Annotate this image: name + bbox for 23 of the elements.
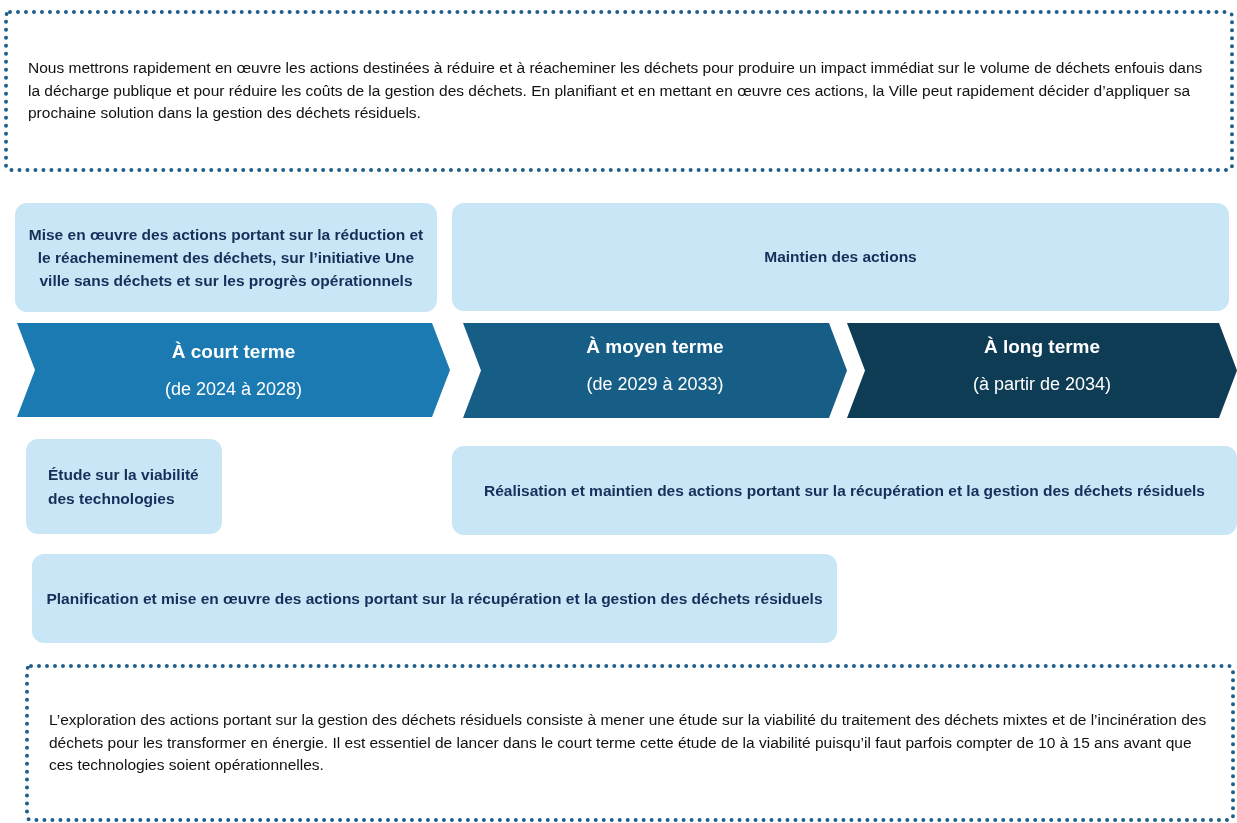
action-box (452, 446, 1237, 535)
action-text: Étude sur la viabilité des technologies (48, 465, 200, 509)
action-box (452, 203, 1229, 311)
action-text: Réalisation et maintien des actions portant sur la récupération et la gestion des déchets résiduels (484, 480, 1205, 501)
phase-title: À long terme (983, 336, 1101, 358)
action-box (26, 439, 222, 534)
timeline-phase-banner (463, 323, 847, 418)
timeline-phase-banner (847, 323, 1237, 418)
note-text: Nous mettrons rapidement en œuvre les actions destinées à réduire et à réacheminer les déchets pour produire un impact immédiat sur le volume de déchets enfouis dans la décharge publique et pour réduire les coûts de la gestion des déchets. En planifiant et en mettant en œuvre ces actions, la Ville peut rapidement décider d’appliquer sa prochaine solution dans la gestion des déchets résiduels. (28, 58, 1204, 124)
phase-title: À court terme (171, 340, 296, 363)
phase-years: (à partir de 2034) (972, 374, 1112, 395)
intro-note-box (4, 10, 1234, 172)
note-text: L’exploration des actions portant sur la gestion des déchets résiduels consiste à mener une étude sur la viabilité du traitement des déchets mixtes et de l’incinération des déchets pour les transformer en énergie. Il est essentiel de lancer dans le court terme cette étude de la viabilité puisqu’il faut parfois compter de 10 à 15 ans avant que ces technologies soient opérationnelles. (49, 710, 1208, 776)
action-box (32, 554, 837, 643)
timeline-phase-banner (17, 323, 450, 417)
phase-years: (de 2024 à 2028) (164, 378, 303, 400)
action-box (15, 203, 437, 312)
note-box (25, 664, 1235, 822)
phase-title: À moyen terme (586, 336, 724, 358)
phase-years: (de 2029 à 2033) (586, 374, 724, 395)
action-text: Planification et mise en œuvre des actions portant sur la récupération et la gestion des déchets résiduels (46, 588, 823, 609)
action-text: Maintien des actions (764, 247, 917, 268)
action-text: Mise en œuvre des actions portant sur la réduction et le réacheminement des déchets, sur l’initiative Une ville sans déchets et sur les progrès opérationnels (27, 224, 425, 292)
